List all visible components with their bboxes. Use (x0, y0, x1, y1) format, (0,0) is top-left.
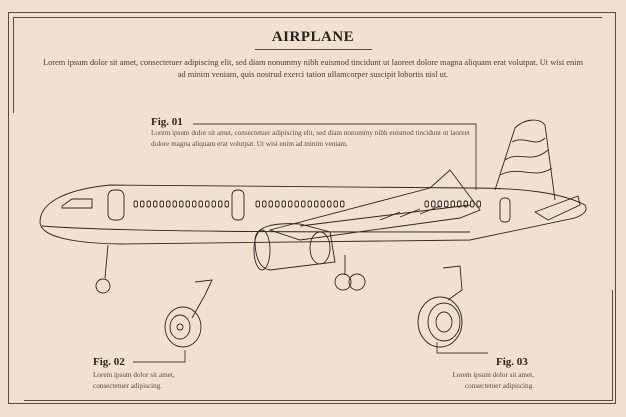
landing-gear (95, 244, 366, 294)
window (314, 200, 319, 208)
frame-top-line (13, 17, 602, 18)
window (159, 200, 164, 208)
window (275, 200, 280, 208)
window (205, 200, 210, 208)
window (437, 200, 442, 208)
fig-03-wheel (417, 265, 463, 348)
window (218, 200, 223, 208)
window (307, 200, 312, 208)
window (470, 200, 475, 208)
window (179, 200, 184, 208)
intro-text: Lorem ipsum dolor sit amet, consectetuer… (42, 58, 584, 79)
fig-02-label: Fig. 02 (93, 356, 125, 368)
window (294, 200, 299, 208)
window (255, 200, 260, 208)
window (431, 200, 436, 208)
engine (253, 223, 336, 271)
tail (494, 119, 581, 221)
window (450, 200, 455, 208)
window (153, 200, 158, 208)
window (457, 200, 462, 208)
window (192, 200, 197, 208)
fuselage (39, 184, 587, 245)
frame-left-line (13, 17, 14, 113)
window (166, 200, 171, 208)
window (224, 200, 229, 208)
window (281, 200, 286, 208)
window (463, 200, 468, 208)
wing (268, 169, 481, 241)
window (340, 200, 345, 208)
window (198, 200, 203, 208)
page-title: AIRPLANE (271, 29, 355, 45)
window (172, 200, 177, 208)
frame-right-line (612, 290, 613, 401)
window (424, 200, 429, 208)
windows (133, 200, 481, 208)
fig-02-wheel (164, 279, 213, 348)
window (288, 200, 293, 208)
fig-02-text: Lorem ipsum dolor sit amet, consectetuer… (93, 371, 175, 390)
window (133, 200, 138, 208)
window (444, 200, 449, 208)
title-underline (255, 49, 372, 50)
window (333, 200, 338, 208)
fig-01-text: Lorem ipsum dolor sit amet, consectetuer… (151, 129, 470, 148)
window (140, 200, 145, 208)
window (262, 200, 267, 208)
window (327, 200, 332, 208)
window (268, 200, 273, 208)
outer-frame (8, 12, 616, 404)
frame-bottom-line (24, 400, 612, 401)
window (146, 200, 151, 208)
window (211, 200, 216, 208)
leader-lines (133, 123, 488, 363)
window (320, 200, 325, 208)
fig-01-label: Fig. 01 (151, 116, 183, 128)
fig-03-label: Fig. 03 (496, 356, 528, 368)
window (301, 200, 306, 208)
window (476, 200, 481, 208)
fig-03-text: Lorem ipsum dolor sit amet, consectetuer… (452, 371, 534, 390)
window (185, 200, 190, 208)
